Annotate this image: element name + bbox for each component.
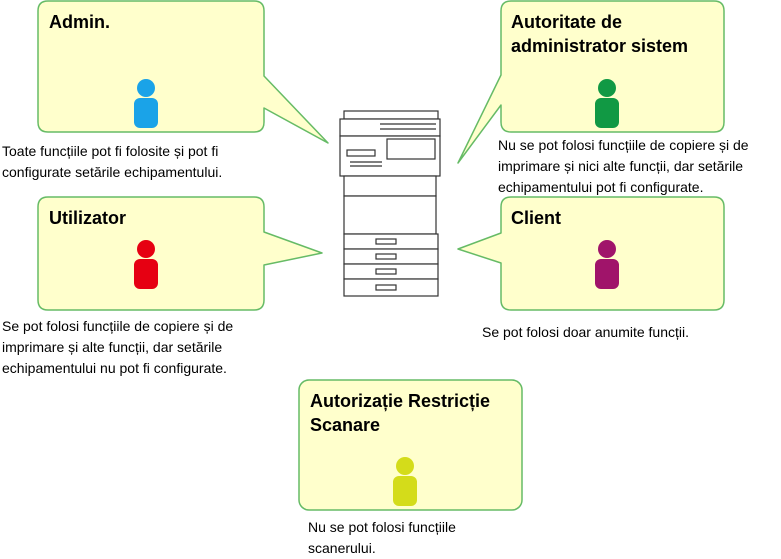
client-person-icon [595, 240, 619, 289]
admin-description: Toate funcțiile pot fi folosite și pot f… [2, 143, 223, 180]
client-description: Se pot folosi doar anumite funcții. [482, 324, 690, 340]
user-description: Se pot folosi funcțiile de copiere și de… [2, 318, 234, 376]
client-bubble [457, 196, 725, 311]
scan-restriction-bubble [298, 379, 523, 511]
admin-bubble [37, 0, 329, 144]
system-admin-description: Nu se pot folosi funcțiile de copiere și… [498, 137, 749, 195]
scan-restriction-description: Nu se pot folosi funcțiile scanerului. [308, 519, 456, 556]
scan-restriction-person-icon [393, 457, 417, 506]
multifunction-printer-icon [339, 110, 441, 297]
scan-restriction-title: Autorizație Restricție Scanare [310, 391, 491, 435]
admin-person-icon [134, 79, 158, 128]
system-admin-title: Autoritate de administrator sistem [511, 12, 689, 56]
user-person-icon [134, 240, 158, 289]
user-bubble [37, 196, 323, 311]
system-admin-bubble [457, 0, 725, 164]
client-title: Client [511, 208, 562, 228]
system-admin-person-icon [595, 79, 619, 128]
user-title: Utilizator [49, 208, 127, 228]
admin-title: Admin. [49, 12, 110, 32]
